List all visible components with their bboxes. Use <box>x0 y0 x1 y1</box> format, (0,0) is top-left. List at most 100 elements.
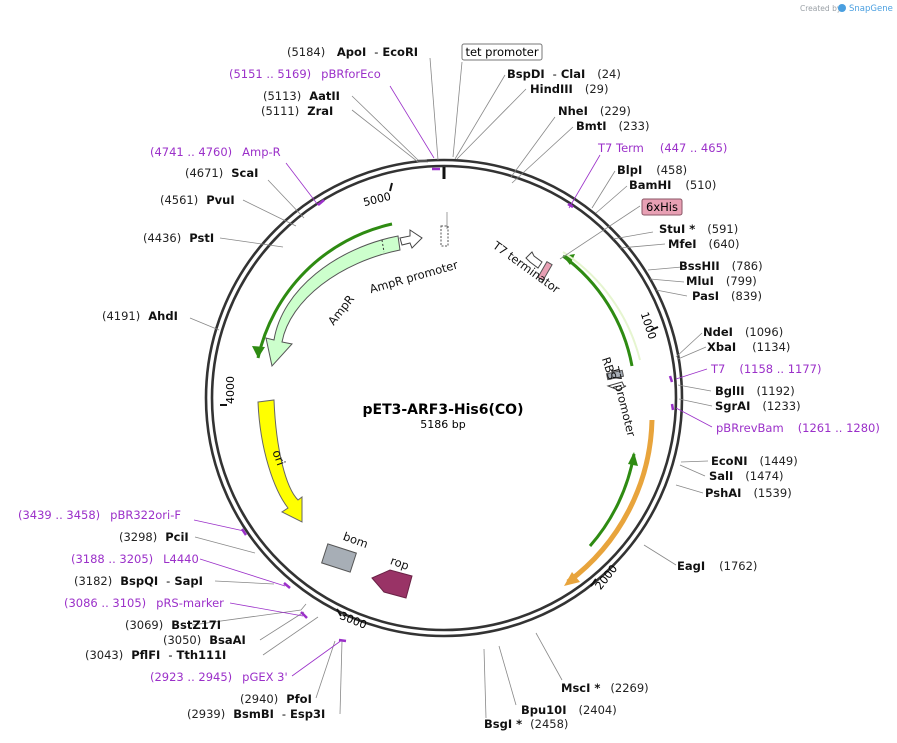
rbs-feature <box>605 369 625 381</box>
site-label: (4561)PvuI <box>160 193 235 207</box>
site-label: XbaI(1134) <box>707 340 790 354</box>
site-label: (5184) ApoI-EcoRI <box>287 45 418 59</box>
tet-promoter-box <box>461 43 543 61</box>
lower-green-arc <box>588 453 636 547</box>
primer-label: T7 Term(447 .. 465) <box>597 141 727 155</box>
site-label: BssHII(786) <box>679 259 763 273</box>
label-rbs: RBS <box>599 355 619 381</box>
his-tag-box <box>641 198 683 216</box>
site-label: (4671)ScaI <box>185 166 258 180</box>
primer-label: (5151 .. 5169)pBRforEco <box>229 67 381 81</box>
orange-arrowhead <box>564 572 580 586</box>
t7-green-glow <box>562 251 641 361</box>
site-label: SalI(1474) <box>709 469 784 483</box>
primer-leader-lines <box>193 85 713 677</box>
tick-mark <box>336 608 342 617</box>
site-label: Bpu10I(2404) <box>521 703 617 717</box>
site-label: BlpI(458) <box>617 163 687 177</box>
left-sites: (5184) ApoI-EcoRI (5113)AatII (5111)ZraI… <box>74 45 418 721</box>
site-label: (3043)PflFI-Tth111I <box>85 648 226 662</box>
plasmid-length: 5186 bp <box>420 418 465 431</box>
site-label: (3182)BspQI-SapI <box>74 574 203 588</box>
leader-lines <box>189 57 713 719</box>
site-label: (3298)PciI <box>119 530 189 544</box>
site-label: HindIII(29) <box>530 82 608 96</box>
primer-label: (3439 .. 3458)pBR322ori-F <box>18 508 181 522</box>
site-label: (3069)BstZ17I <box>125 618 221 632</box>
label-ampr: AmpR <box>325 292 357 328</box>
primer-marks <box>240 167 675 643</box>
site-label: (5113)AatII <box>263 89 340 103</box>
site-label: MfeI(640) <box>668 237 739 251</box>
site-label: (3050)BsaAI <box>163 633 246 647</box>
label-bom: bom <box>341 529 370 551</box>
label-t7-terminator: T7 terminator <box>489 238 562 297</box>
tet-promoter-label: tet promoter <box>465 45 538 59</box>
t7-green-arrowhead <box>563 254 575 265</box>
backbone <box>204 158 684 638</box>
site-label: BspDI-ClaI(24) <box>507 67 621 81</box>
ampr-promoter-arrow <box>399 229 423 249</box>
scale-ticks <box>220 182 659 617</box>
credit-brand: SnapGene <box>849 4 893 14</box>
site-label: (4191)AhdI <box>102 309 178 323</box>
site-label: MluI(799) <box>686 274 757 288</box>
site-label: MscI *(2269) <box>561 681 649 695</box>
site-label: (2940)PfoI <box>240 692 312 706</box>
primer-labels: (5151 .. 5169)pBRforEco (4741 .. 4760)Am… <box>18 67 880 684</box>
credit-prefix: Created by <box>800 4 842 13</box>
orange-orf-arc <box>566 419 655 585</box>
primer-label: T7(1158 .. 1177) <box>710 362 821 376</box>
snapgene-logo-icon <box>838 4 846 12</box>
site-label: StuI *(591) <box>659 222 738 236</box>
his-tag-feature <box>537 261 553 281</box>
primer-label: (3086 .. 3105)pRS-marker <box>64 596 224 610</box>
site-label: BglII(1192) <box>715 384 795 398</box>
tick-label-5000: 5000 <box>362 190 392 209</box>
site-label: BsgI *(2458) <box>484 717 568 731</box>
t7-terminator-arrow <box>525 251 543 269</box>
label-t7-promoter: T7 promoter <box>607 364 638 438</box>
tet-promoter-feature <box>440 225 449 247</box>
label-rop: rop <box>388 553 410 573</box>
rop-arrow <box>371 569 413 599</box>
lower-green-arrowhead <box>628 452 638 466</box>
features <box>252 222 655 599</box>
site-label: (4436)PstI <box>143 231 214 245</box>
tick-mark <box>590 578 597 587</box>
primer-label: pBRrevBam(1261 .. 1280) <box>716 421 880 435</box>
site-label: NheI(229) <box>558 104 631 118</box>
primer-label: (3188 .. 3205)L4440 <box>71 552 199 566</box>
primer-label: (2923 .. 2945)pGEX 3' <box>150 670 288 684</box>
ori-arrow <box>257 399 303 523</box>
primer-label: (4741 .. 4760)Amp-R <box>150 145 281 159</box>
his-tag-label: 6xHis <box>646 200 678 214</box>
ampr-arrow <box>265 235 401 368</box>
label-ampr-promoter: AmpR promoter <box>368 257 460 296</box>
ampr-orf-arrowhead <box>252 346 265 358</box>
label-ori: ori <box>269 448 287 467</box>
site-label: NdeI(1096) <box>703 325 783 339</box>
right-sites: BspDI-ClaI(24) HindIII(29) NheI(229) Bmt… <box>484 67 801 731</box>
site-label: BamHI(510) <box>629 178 716 192</box>
site-label: PshAI(1539) <box>705 486 792 500</box>
site-label: EcoNI(1449) <box>711 454 798 468</box>
site-label: (5111)ZraI <box>261 104 333 118</box>
plasmid-name: pET3-ARF3-His6(CO) <box>363 402 524 418</box>
t7-green-arc <box>562 254 634 367</box>
tick-mark <box>650 326 659 331</box>
site-label: (2939)BsmBI-Esp3I <box>187 707 325 721</box>
site-label: PasI(839) <box>692 289 762 303</box>
tick-label-3000: 3000 <box>338 609 369 632</box>
tick-label-1000: 1000 <box>638 310 659 341</box>
site-label: SgrAI(1233) <box>715 399 801 413</box>
bom-feature <box>321 543 357 573</box>
tick-label-2000: 2000 <box>593 562 620 592</box>
tick-mark <box>389 182 393 192</box>
site-label: BmtI(233) <box>576 119 649 133</box>
t7-promoter-arrow <box>606 381 627 391</box>
tick-label-4000: 4000 <box>224 376 237 404</box>
site-label: EagI(1762) <box>677 559 757 573</box>
ampr-orf-arc <box>256 222 393 359</box>
